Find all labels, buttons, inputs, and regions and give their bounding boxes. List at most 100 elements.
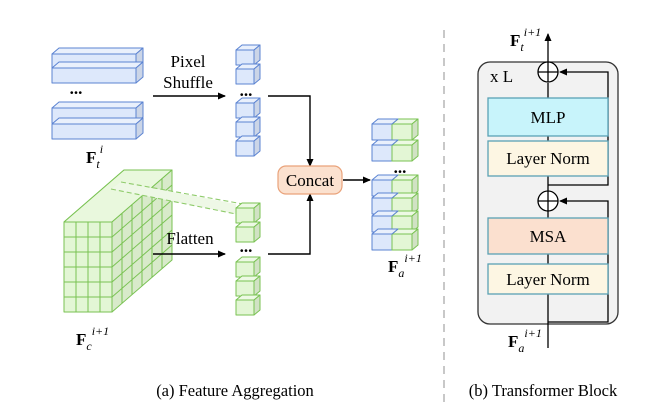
ft-slab-2: [51, 61, 144, 84]
shuffled-token-column: [235, 44, 261, 157]
fc-cell: [63, 236, 77, 253]
transformer-block-panel: x L MLP Layer Norm MSA: [469, 25, 619, 400]
cube-front-face: [371, 123, 393, 141]
layer-norm-top-box: [487, 140, 609, 177]
cube-front-face: [235, 299, 255, 316]
blue-column-dots: ...: [240, 81, 253, 100]
fc-cell: [99, 251, 113, 268]
fc-cell: [87, 296, 101, 313]
fa-blue-top-4: [371, 192, 399, 199]
flatten-label: Flatten: [166, 229, 214, 248]
fc-feature-volume: [63, 169, 173, 313]
flatten-to-concat-arrow: [268, 193, 314, 255]
green-token-4: [235, 275, 261, 297]
fa-blue-top-1: [371, 118, 399, 125]
ft-label: Fti: [86, 142, 103, 171]
cube-front-face: [235, 261, 255, 278]
fc-cell: [87, 251, 101, 268]
layer-norm-top-label: Layer Norm: [506, 149, 590, 168]
cube-front-face: [235, 207, 255, 224]
fc-cell: [75, 221, 89, 238]
add-node-lower-icon: [537, 190, 559, 212]
ft-tensor-stack: [51, 47, 144, 140]
flattened-token-column: [235, 202, 261, 316]
cube-front-face: [51, 67, 137, 84]
fa-blue-half-1: [371, 123, 393, 141]
cube-front-face: [235, 49, 255, 66]
concat-box: [277, 165, 343, 195]
fc-cell: [75, 296, 89, 313]
cube-front-face: [235, 102, 255, 119]
fa-blue-half-2: [371, 144, 393, 162]
fc-cell: [87, 221, 101, 238]
shuffle-to-concat-arrow: [268, 95, 314, 167]
cube-front-face: [391, 144, 413, 162]
fc-cell: [99, 236, 113, 253]
fc-cell: [63, 281, 77, 298]
green-column-dots: ...: [240, 237, 253, 256]
layer-norm-bottom-label: Layer Norm: [506, 270, 590, 289]
fa-label: Fai+1: [388, 251, 422, 280]
fc-cell: [63, 296, 77, 313]
fa-concatenated-column: [371, 118, 419, 251]
cube-top-face: [51, 117, 144, 125]
fc-cell: [99, 296, 113, 313]
green-token-1: [235, 202, 261, 224]
fc-cell: [63, 266, 77, 283]
fc-cell: [99, 281, 113, 298]
fc-cell: [63, 251, 77, 268]
fc-cell: [63, 221, 77, 238]
add-node-upper-icon: [537, 61, 559, 83]
msa-label: MSA: [530, 227, 568, 246]
blue-token-2: [235, 63, 261, 85]
fc-cell: [87, 236, 101, 253]
concat-label: Concat: [286, 171, 334, 190]
fc-label: Fci+1: [76, 324, 109, 353]
cube-front-face: [235, 121, 255, 138]
fa-blue-half-6: [371, 233, 393, 251]
fc-cell: [75, 266, 89, 283]
fa-blue-top-2: [371, 139, 399, 146]
fc-cell: [75, 281, 89, 298]
green-token-5: [235, 294, 261, 316]
fa-blue-top-5: [371, 210, 399, 217]
msa-box: [487, 217, 609, 255]
fc-cell: [99, 266, 113, 283]
fa-blue-top-6: [371, 228, 399, 235]
cube-front-face: [235, 226, 255, 243]
pixel-shuffle-label-line1: Pixel: [171, 52, 206, 71]
fa-blue-top-3: [371, 174, 399, 181]
mlp-box: [487, 97, 609, 137]
input-label: Fai+1: [508, 326, 542, 355]
pixel-shuffle-label-line2: Shuffle: [163, 73, 213, 92]
cube-front-face: [235, 280, 255, 297]
fc-cell: [75, 236, 89, 253]
cube-front-face: [235, 140, 255, 157]
fa-green-half-5: [391, 210, 419, 233]
fa-green-half-2: [391, 139, 419, 162]
fa-green-half-1: [391, 118, 419, 141]
cube-front-face: [391, 123, 413, 141]
flatten-projection-lines: [110, 181, 244, 215]
cube-front-face: [371, 233, 393, 251]
blue-token-4: [235, 116, 261, 138]
residual-connection-lower: [548, 197, 609, 323]
ft-dots: ...: [70, 79, 83, 98]
cube-front-face: [235, 68, 255, 85]
transformer-block-caption: (b) Transformer Block: [469, 381, 618, 400]
fa-green-half-6: [391, 228, 419, 251]
blue-token-1: [235, 44, 261, 66]
green-token-2: [235, 221, 261, 243]
cube-front-face: [51, 123, 137, 140]
fc-cell: [75, 251, 89, 268]
mlp-label: MLP: [531, 108, 566, 127]
output-label: Fti+1: [510, 25, 541, 54]
fa-column-dots: ...: [394, 158, 407, 177]
fc-cell: [87, 266, 101, 283]
cube-front-face: [371, 144, 393, 162]
feature-aggregation-panel: ... Fti Pixel Shuffle ... Fci+1 Flatten …: [51, 44, 422, 400]
fc-cell: [99, 221, 113, 238]
feature-aggregation-caption: (a) Feature Aggregation: [156, 381, 314, 400]
blue-token-3: [235, 97, 261, 119]
